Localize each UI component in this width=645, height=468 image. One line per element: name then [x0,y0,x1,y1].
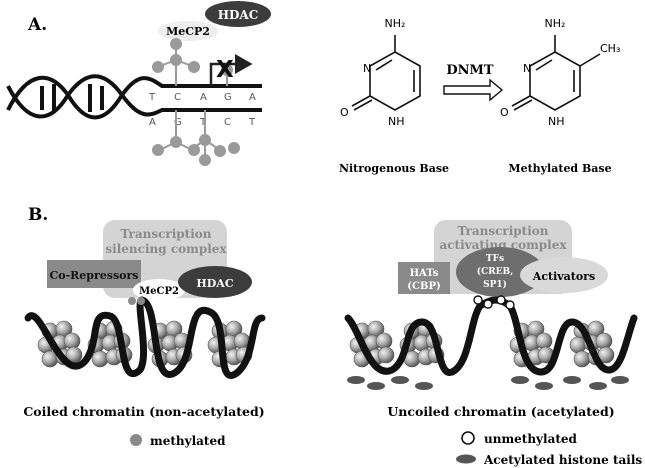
nh-left: NH [388,115,405,128]
legend-acetyl-tail [456,454,476,464]
methyl-groups-bottom [152,110,240,166]
uncoiled-caption: Uncoiled chromatin (acetylated) [387,404,614,419]
mecp2-oval [158,21,218,41]
coiled-chromatin [24,296,266,379]
co-repressors-box [47,260,141,288]
panel-b-label: B. [28,205,48,225]
o-right: O [500,106,509,119]
unmethylated-sites [473,295,515,310]
activating-title-1: Transcription [457,224,548,238]
tfs-label-2: (CREB, [477,266,514,277]
activating-title-2: activating complex [439,238,567,252]
o-left: O [340,106,349,119]
base-top-3: A [200,92,207,103]
mecp2-b-oval [133,279,185,301]
tfs-label-3: SP1) [483,279,507,290]
dna-strand-top [6,75,262,120]
legend-acetylated-label: Acetylated histone tails [483,453,642,467]
uncoiled-chromatin [344,296,638,390]
hats-label-1: HATs [410,268,439,279]
base-bottom-3: T [199,117,207,128]
hats-label-2: (CBP) [407,281,440,292]
methyl-dot-coiled-2 [137,297,145,305]
methyl-groups-top [152,38,233,86]
caption-nitrogenous-base: Nitrogenous Base [339,162,449,175]
acetyl-tails [347,376,629,390]
chromatin-fiber-uncoiled [344,296,638,376]
base-bottom-2: G [174,117,182,128]
methyl-dot-coiled-1 [128,297,136,305]
caption-methylated-base: Methylated Base [508,162,611,175]
methylcytosine-structure [511,35,601,111]
coiled-caption: Coiled chromatin (non-acetylated) [23,404,264,419]
ch3-label: CH₃ [600,42,620,55]
legend-methylated-label: methylated [150,434,226,448]
hdac-oval [205,1,271,27]
legend-unmethylated-circle [461,431,475,445]
hdac-b-oval [178,266,252,298]
block-x-mark: X [216,57,234,83]
co-repressors-label: Co-Repressors [50,269,139,282]
nh-right: NH [548,115,565,128]
dnmt-arrow [443,78,504,102]
n-left: N [363,62,371,75]
dnmt-label: DNMT [446,63,494,78]
legend-methylated-dot [130,434,142,446]
helix-rungs [40,84,104,112]
base-bottom-4: C [224,117,231,128]
activators-oval [520,257,608,293]
tfs-label-1: TFs [486,254,504,264]
base-top-2: C [174,92,181,103]
silencing-title-1: Transcription [120,227,211,241]
nh2-right: NH₂ [545,17,566,30]
n-right: N [523,62,531,75]
dna-strand-bottom [6,74,262,119]
base-top-1: T [148,92,156,103]
base-bottom-1: A [149,117,156,128]
activators-label: Activators [532,270,595,283]
dna-helix [6,74,262,120]
hdac-b-label: HDAC [196,277,233,290]
cytosine-structure [351,35,421,111]
mecp2-label: MeCP2 [166,25,210,38]
mecp2-b-label: MeCP2 [139,286,179,297]
transcription-start-arrow [209,54,253,86]
nh2-left: NH₂ [385,17,406,30]
base-bottom-5: T [248,117,256,128]
hats-box [398,262,450,294]
legend-unmethylated-label: unmethylated [484,432,578,446]
base-top-5: A [249,92,256,103]
panel-a-label: A. [27,15,47,35]
silencing-title-2: silencing complex [105,242,227,256]
hdac-label: HDAC [218,8,259,22]
tfs-oval [456,247,544,297]
base-letters: T C A G A A G T C T [148,92,256,128]
base-top-4: G [224,92,232,103]
